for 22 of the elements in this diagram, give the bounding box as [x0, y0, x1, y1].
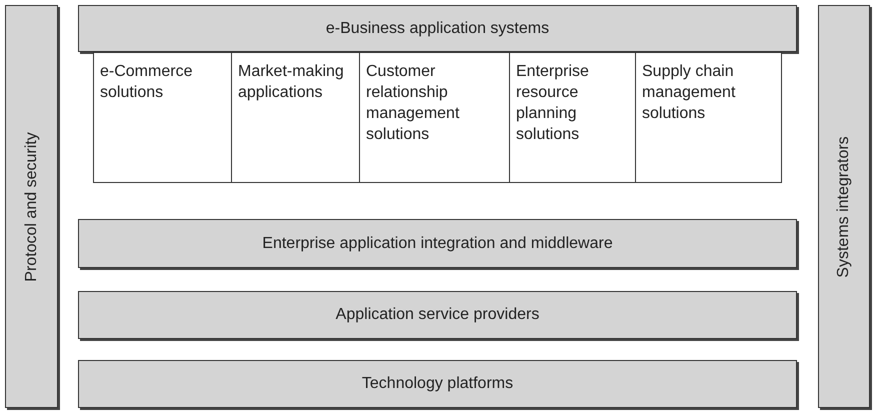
- bar-label: Enterprise application integration and middleware: [262, 234, 613, 252]
- bar-label: Application service providers: [336, 306, 540, 324]
- bar-label: Technology platforms: [362, 375, 514, 393]
- bar-label: e-Business application systems: [326, 20, 550, 38]
- layer-bar: [78, 5, 797, 52]
- category-box: [232, 52, 360, 183]
- side-bar: [5, 5, 58, 408]
- bar-label: Systems integrators: [835, 136, 853, 278]
- category-box: [360, 52, 510, 183]
- category-box: [93, 52, 232, 183]
- bar-label: Protocol and security: [22, 132, 40, 282]
- layer-bar: [78, 291, 797, 339]
- category-label: Market-making applications: [238, 62, 345, 103]
- category-box: [510, 52, 636, 183]
- layer-bar: [78, 360, 797, 408]
- layer-bar: [78, 219, 797, 268]
- category-box: [636, 52, 782, 183]
- side-bar: [818, 5, 870, 408]
- category-label: e-Commerce solutions: [100, 62, 194, 103]
- category-label: Supply chain management solutions: [642, 62, 736, 124]
- category-label: Customer relationship management solutions: [366, 62, 460, 145]
- category-label: Enterprise resource planning solutions: [516, 62, 590, 145]
